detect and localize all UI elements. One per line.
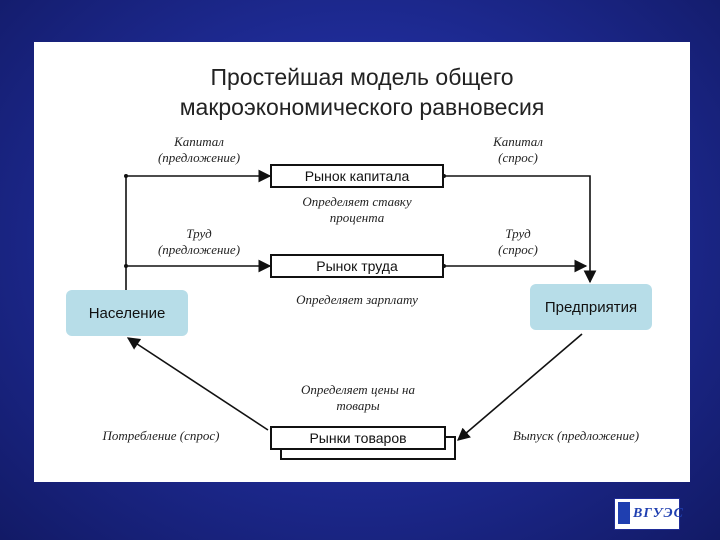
labour-supply-label: Труд (предложение) [157, 226, 241, 257]
labour-market-note: Определяет зарплату [296, 292, 418, 307]
firms-box: Предприятия [530, 284, 652, 330]
junction-dot [124, 264, 128, 268]
consumption-label: Потребление (спрос) [102, 428, 220, 443]
labour-market-box: Рынок труда [270, 254, 444, 278]
capital-demand-arrow [444, 175, 597, 284]
slide-canvas: Простейшая модель общего макроэкономичес… [34, 42, 690, 482]
university-logo: ВГУЭС [614, 498, 684, 530]
junction-dot [124, 174, 128, 178]
diagram-title: Простейшая модель общего макроэкономичес… [34, 62, 690, 122]
output-arrow [457, 333, 583, 441]
labour-demand-label: Труд (спрос) [498, 226, 538, 257]
goods-market-note: Определяет цены на товары [300, 382, 415, 413]
capital-supply-label: Капитал (предложение) [157, 134, 241, 165]
households-box: Население [66, 290, 188, 336]
output-label: Выпуск (предложение) [512, 428, 640, 443]
title-line-1: Простейшая модель общего [210, 64, 514, 90]
logo-emblem-icon [618, 502, 630, 524]
title-line-2: макроэкономического равновесия [179, 94, 545, 120]
goods-market-box: Рынки товаров [270, 426, 446, 450]
capital-market-box: Рынок капитала [270, 164, 444, 188]
capital-demand-label: Капитал (спрос) [493, 134, 543, 165]
flow-arrows [124, 169, 597, 441]
consumption-arrow [126, 337, 269, 431]
logo-text: ВГУЭС [633, 506, 684, 521]
capital-market-note: Определяет ставку процента [302, 194, 412, 225]
